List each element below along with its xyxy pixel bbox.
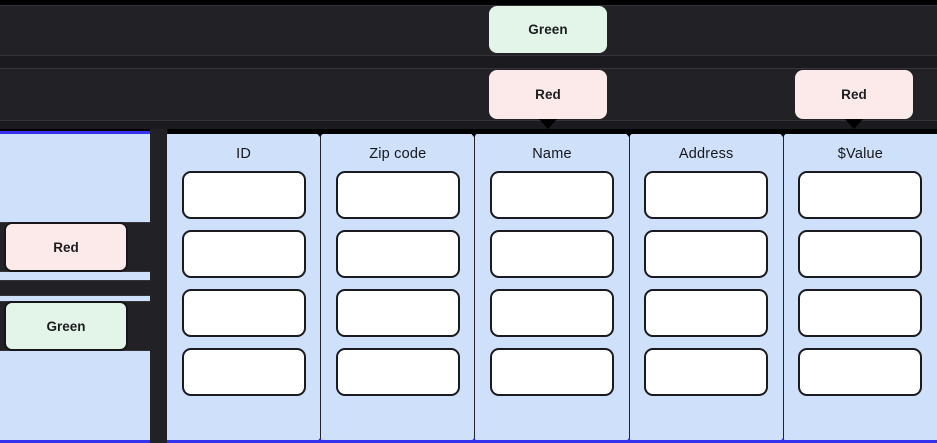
grid-cell[interactable]	[644, 348, 769, 396]
background-strip-upper	[0, 56, 937, 68]
column-header[interactable]: Address	[678, 146, 734, 162]
grid-column: $Value	[783, 134, 937, 440]
column-cells	[475, 171, 628, 440]
data-grid: ID Zip code Name Address $Value	[167, 131, 937, 443]
sidebar-item-red[interactable]: Red	[4, 222, 128, 272]
grid-cell[interactable]	[644, 289, 769, 337]
annotation-red-value-column[interactable]: Red	[795, 70, 913, 119]
grid-cell[interactable]	[490, 230, 614, 278]
vertical-scroll-gutter[interactable]	[150, 129, 167, 443]
annotation-pointer-value-icon	[845, 119, 863, 129]
grid-cell[interactable]	[181, 171, 306, 219]
column-header[interactable]: Name	[532, 146, 572, 162]
annotation-red-name-column[interactable]: Red	[489, 70, 607, 119]
background-band-top	[0, 5, 937, 56]
grid-column: Zip code	[321, 131, 480, 443]
annotation-green-top[interactable]: Green	[489, 6, 607, 53]
column-divider-bottom-marker-icon	[624, 438, 633, 443]
sidebar-band-divider	[0, 280, 167, 296]
grid-cell[interactable]	[490, 171, 614, 219]
grid-column: ID	[167, 131, 326, 443]
annotation-pointer-name-icon	[539, 119, 557, 129]
grid-cell[interactable]	[798, 171, 923, 219]
grid-cell[interactable]	[335, 348, 460, 396]
grid-cell[interactable]	[644, 230, 769, 278]
grid-cell[interactable]	[181, 289, 306, 337]
grid-cell[interactable]	[181, 348, 306, 396]
column-header[interactable]: $Value	[837, 146, 884, 162]
background-strip-lower	[0, 121, 937, 129]
column-divider-top-marker-icon	[469, 131, 480, 137]
grid-cell[interactable]	[181, 230, 306, 278]
sidebar-item-green[interactable]: Green	[4, 301, 128, 351]
grid-cell[interactable]	[798, 289, 923, 337]
grid-column: Address	[629, 131, 788, 443]
grid-cell[interactable]	[798, 230, 923, 278]
grid-cell[interactable]	[798, 348, 923, 396]
grid-cell[interactable]	[335, 171, 460, 219]
column-cells	[630, 171, 783, 440]
column-divider-bottom-marker-icon	[470, 438, 479, 443]
grid-column: Name	[475, 131, 634, 443]
column-header[interactable]: ID	[236, 146, 252, 162]
grid-cell[interactable]	[335, 230, 460, 278]
grid-cell[interactable]	[490, 348, 614, 396]
column-header[interactable]: Zip code	[369, 146, 427, 162]
grid-cell[interactable]	[490, 289, 614, 337]
background-band-middle	[0, 68, 937, 121]
column-divider-bottom-marker-icon	[778, 438, 787, 443]
column-divider-top-marker-icon	[777, 131, 788, 137]
column-divider-bottom-marker-icon	[316, 438, 325, 443]
grid-cell[interactable]	[335, 289, 460, 337]
column-divider-top-marker-icon	[623, 131, 634, 137]
column-cells	[321, 171, 474, 440]
column-divider-top-marker-icon	[315, 131, 326, 137]
column-cells	[784, 171, 937, 440]
column-cells	[167, 171, 320, 440]
grid-cell[interactable]	[644, 171, 769, 219]
